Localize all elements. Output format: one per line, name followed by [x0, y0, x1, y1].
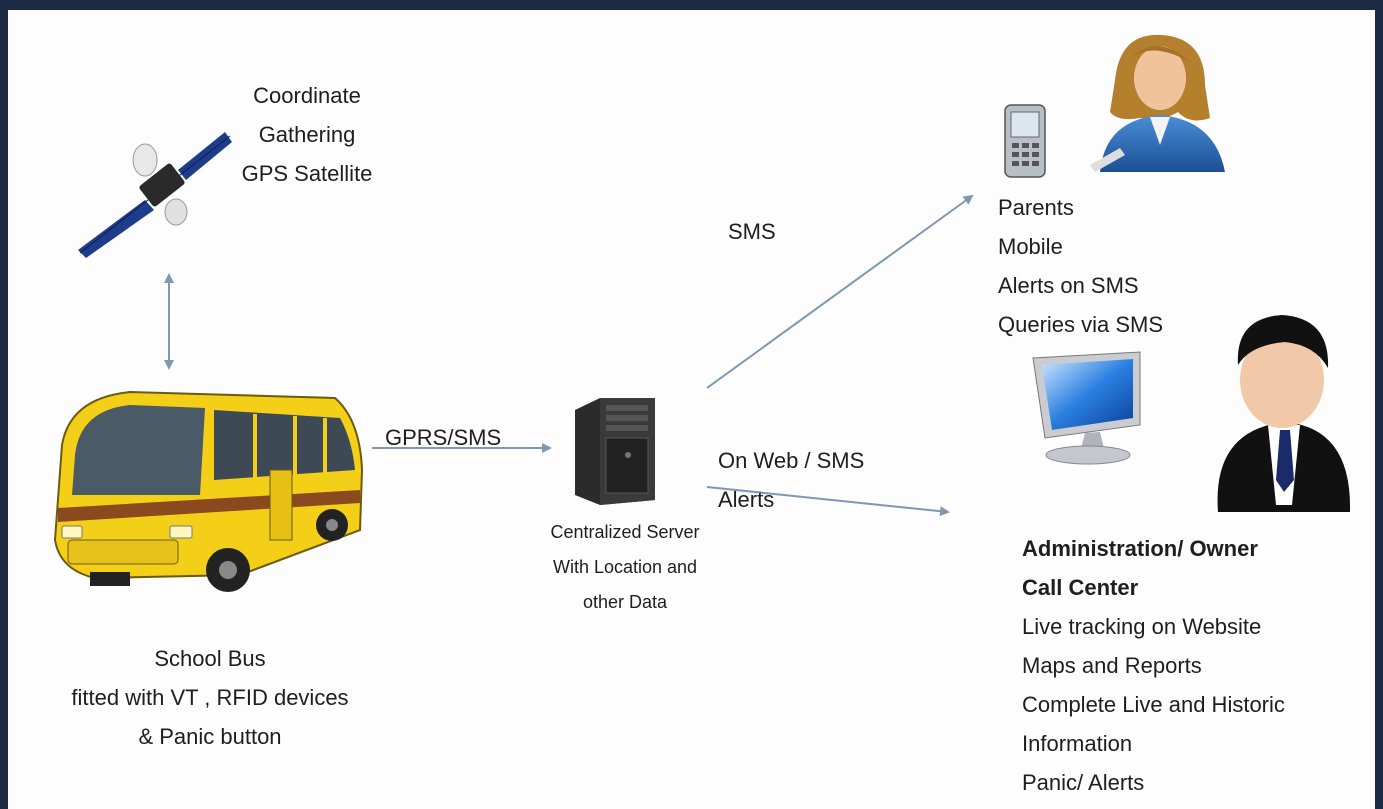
gprs-sms-label: GPRS/SMS	[385, 425, 502, 450]
server-icon	[575, 398, 655, 505]
parents-label-line: Queries via SMS	[998, 312, 1164, 337]
admin-feature-line: Complete Live and Historic	[1022, 692, 1285, 717]
admin-feature-line: Live tracking on Website	[1022, 614, 1262, 639]
admin-label: Administration/ Owner Call Center Live t…	[1022, 529, 1285, 802]
monitor-icon	[1032, 351, 1141, 465]
server-parents-arrow	[706, 194, 974, 389]
parents-label: Parents Mobile Alerts on SMS Queries via…	[998, 188, 1163, 344]
admin-title-line: Administration/ Owner	[1022, 536, 1258, 561]
satellite-icon	[78, 132, 232, 258]
parents-label-line: Alerts on SMS	[998, 273, 1139, 298]
web-sms-label-line: On Web / SMS	[718, 448, 865, 473]
admin-feature-line: Information	[1022, 731, 1133, 756]
sms-link-label: SMS	[728, 219, 776, 244]
satellite-label-line: Gathering	[258, 122, 356, 147]
admin-title-line: Call Center	[1022, 575, 1139, 600]
server-label-line: other Data	[582, 592, 668, 612]
school-bus-label: School Bus fitted with VT , RFID devices…	[40, 639, 380, 756]
admin-feature-line: Panic/ Alerts	[1022, 770, 1145, 795]
mobile-phone-icon	[1004, 104, 1046, 178]
server-admin-arrow	[706, 486, 950, 517]
school-bus-label-line: & Panic button	[138, 724, 282, 749]
school-bus-label-line: fitted with VT , RFID devices	[71, 685, 349, 710]
server-label: Centralized Server With Location and oth…	[535, 515, 715, 620]
satellite-label-line: Coordinate	[253, 83, 361, 108]
web-sms-label: On Web / SMS Alerts	[718, 441, 864, 519]
web-sms-label-line: Alerts	[718, 487, 775, 512]
server-label-line: Centralized Server	[550, 522, 700, 542]
parents-label-line: Mobile	[998, 234, 1063, 259]
school-bus-icon	[53, 390, 364, 592]
satellite-label-line: GPS Satellite	[241, 161, 373, 186]
woman-avatar-icon	[1090, 34, 1225, 172]
satellite-label: Coordinate Gathering GPS Satellite	[222, 76, 392, 193]
school-bus-label-line: School Bus	[154, 646, 266, 671]
admin-feature-line: Maps and Reports	[1022, 653, 1202, 678]
server-label-line: With Location and	[552, 557, 698, 577]
man-avatar-icon	[1217, 315, 1351, 512]
parents-label-line: Parents	[998, 195, 1074, 220]
